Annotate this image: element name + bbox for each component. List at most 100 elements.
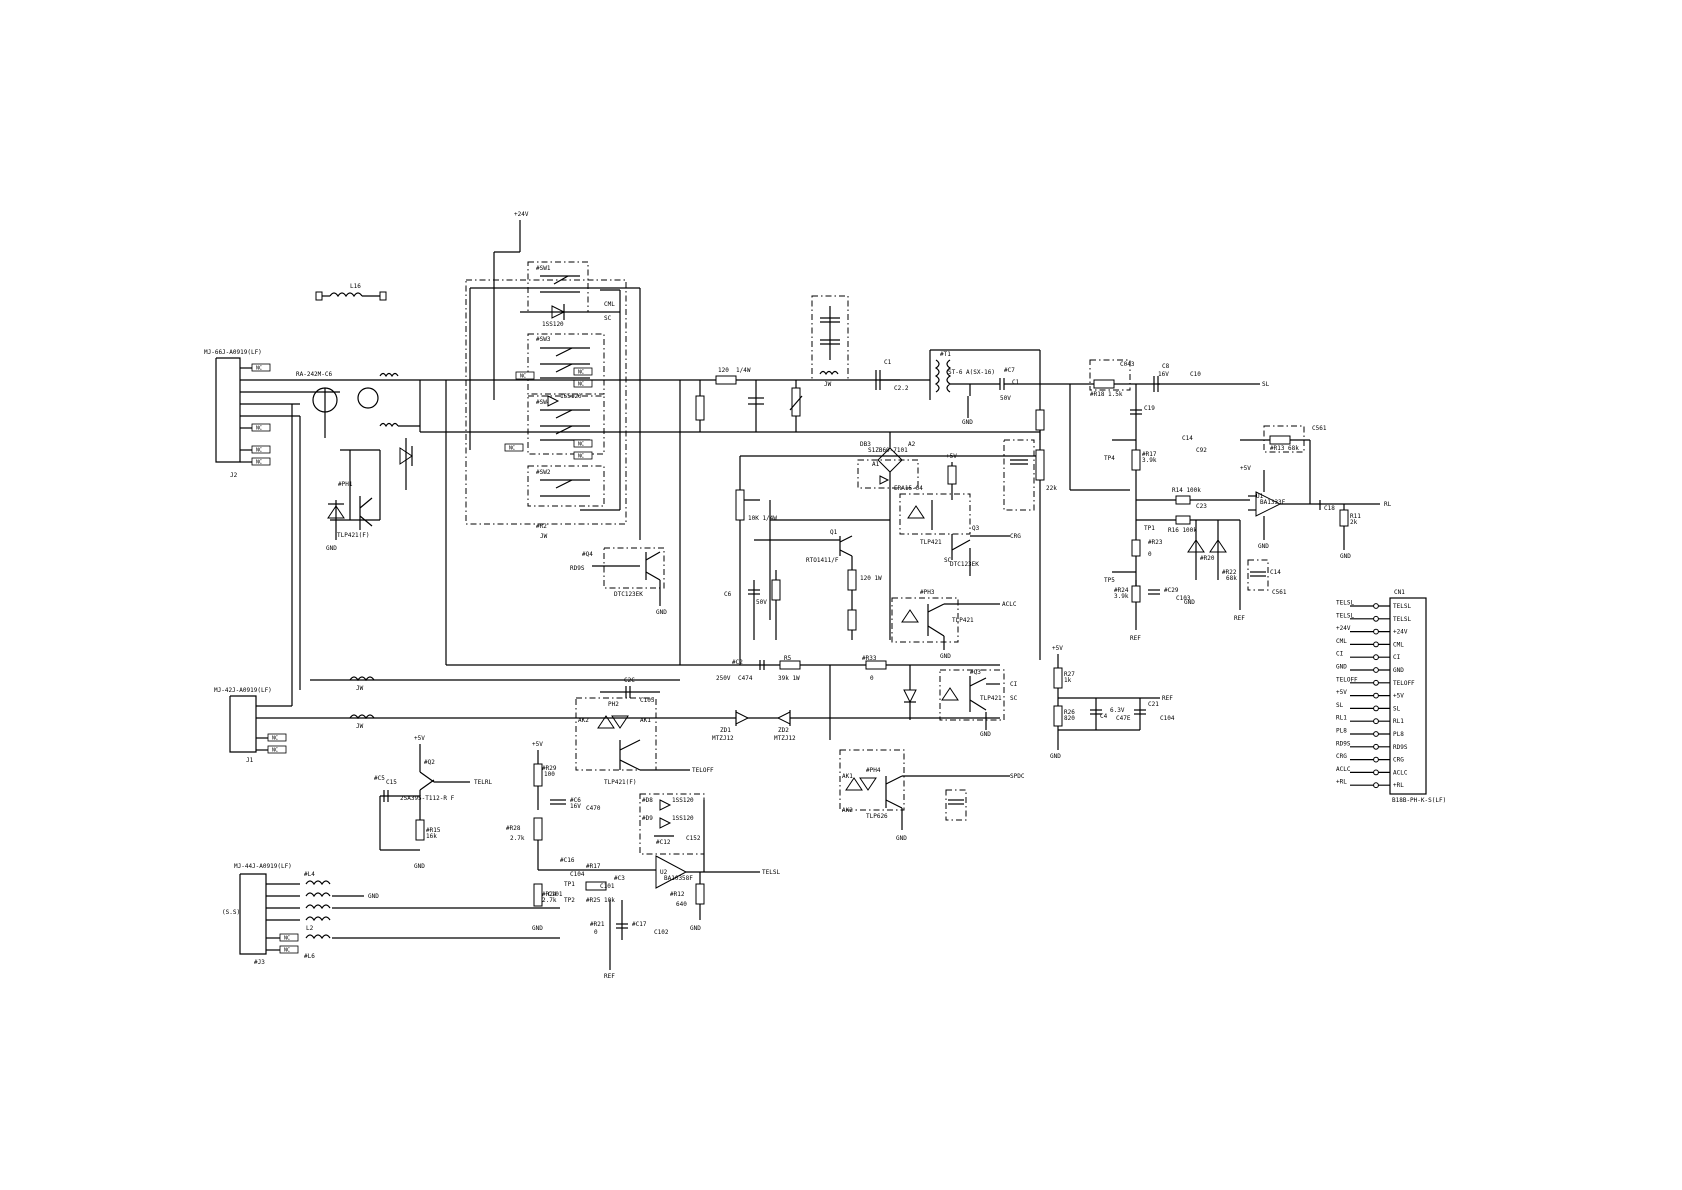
cn1-pin-net-label: TELSL: [1336, 612, 1354, 619]
connector-j3-side: (S.S): [222, 909, 240, 916]
cn1-pin-label: CML: [1393, 641, 1404, 648]
svg-text:250V: 250V: [716, 675, 731, 682]
tp1-label-2: TP1: [564, 881, 575, 888]
cn1-ref: CN1: [1394, 589, 1405, 596]
cn1-pin-net-label: CI: [1336, 651, 1344, 658]
cn1-part: B18B-PH-K-S(LF): [1392, 797, 1446, 804]
cn1-pin-terminal: [1373, 615, 1379, 622]
svg-text:RTO1411/F: RTO1411/F: [806, 557, 839, 564]
cn1-pin-terminal: [1373, 628, 1379, 635]
cn1-pin-terminal: [1373, 782, 1379, 789]
svg-text:CRG: CRG: [1010, 533, 1021, 540]
svg-text:#R24: #R24: [542, 891, 557, 898]
svg-text:NC: NC: [256, 448, 262, 454]
svg-text:ERA15-04: ERA15-04: [894, 485, 923, 492]
svg-text:A2: A2: [908, 441, 916, 448]
svg-text:#R21: #R21: [590, 921, 605, 928]
inductor-l16: L16: [315, 283, 387, 301]
gnd-label-11: GND: [368, 893, 379, 900]
svg-text:#C7: #C7: [1004, 367, 1015, 374]
ba2-label: BA10358F: [664, 875, 693, 882]
svg-text:C23: C23: [1196, 503, 1207, 510]
svg-text:#R15: #R15: [426, 827, 441, 834]
cn1-pin-terminal: [1373, 769, 1379, 776]
c104-label: C104: [1160, 715, 1175, 722]
cn1-pin-net-label: RD9S: [1336, 740, 1351, 747]
svg-text:NC: NC: [578, 454, 584, 460]
svg-text:50V: 50V: [1000, 395, 1011, 402]
ref-label-1: REF: [1130, 635, 1141, 642]
jw-label-2: JW: [824, 381, 832, 388]
jw-label-3: JW: [356, 685, 364, 692]
svg-text:0: 0: [1148, 551, 1152, 558]
gnd-label-13: GND: [532, 925, 543, 932]
svg-text:#C6: #C6: [570, 797, 581, 804]
optocoupler-ph4: #PH4 TLP626 AK1 AK2 SPDC GND: [829, 665, 1025, 842]
svg-text:#C29: #C29: [1164, 587, 1179, 594]
svg-text:RA-242M-C6: RA-242M-C6: [296, 371, 333, 378]
amplifier-u1: #R18 1.5k C043 C8 16V C10 SL C19 #R17 3.…: [1069, 359, 1392, 642]
tl3-label: TLP421(F): [337, 532, 370, 539]
mtz-label-1: MTZJ12: [712, 735, 734, 742]
svg-text:#R33: #R33: [862, 655, 877, 662]
svg-text:AK1: AK1: [842, 773, 853, 780]
gnd-label-1: GND: [326, 545, 337, 552]
teloff-label-1: TELOFF: [692, 767, 714, 774]
r27-label: R27: [1064, 671, 1075, 678]
gnd-label-10: GND: [896, 835, 907, 842]
c4v-label: 6.3V: [1110, 707, 1125, 714]
svg-text:#R20: #R20: [1200, 555, 1215, 562]
svg-text:AK2: AK2: [842, 807, 853, 814]
tlp-label-1: TLP421: [920, 539, 942, 546]
v5-label-3: +5V: [1052, 645, 1063, 652]
d1s-label: 1SS120: [542, 321, 564, 328]
svg-text:16V: 16V: [1158, 371, 1169, 378]
svg-text:R16 100k: R16 100k: [1168, 527, 1197, 534]
cn1-pin-terminal: [1373, 705, 1379, 712]
v5-label-1: +5V: [946, 453, 957, 460]
cn1-pin-label: +RL: [1393, 782, 1404, 789]
cn1-pin-label: GND: [1393, 667, 1404, 674]
svg-text:C14: C14: [1270, 569, 1281, 576]
zd2-label: ZD2: [778, 727, 789, 734]
svg-text:2.7k: 2.7k: [510, 835, 525, 842]
svg-text:68k: 68k: [1226, 575, 1237, 582]
sw2-label: #SW2: [536, 469, 551, 476]
jw-label-1: JW: [540, 533, 548, 540]
svg-text:#C12: #C12: [656, 839, 671, 846]
v5-label-2: +5V: [1240, 465, 1251, 472]
svg-text:#R28: #R28: [506, 825, 521, 832]
svg-text:C19: C19: [1144, 405, 1155, 412]
cn1-pin-label: TELOFF: [1393, 680, 1415, 687]
divider-ref: +5V R27 1k REF R26 820 C4 6.3V C47E C21 …: [1050, 645, 1175, 760]
c47-label: C47E: [1116, 715, 1131, 722]
svg-text:C2C: C2C: [624, 677, 635, 684]
svg-text:640: 640: [676, 901, 687, 908]
cn1-pin-net-label: RL1: [1336, 715, 1347, 722]
gnd-label-6: GND: [1258, 543, 1269, 550]
svg-text:C92: C92: [1196, 447, 1207, 454]
tp5-label: TP5: [1104, 577, 1115, 584]
cn1-pin-label: PL8: [1393, 731, 1404, 738]
svg-text:SL: SL: [1262, 381, 1270, 388]
connector-j2-ref: J2: [230, 472, 238, 479]
cn1-pin-net-label: CRG: [1336, 753, 1347, 760]
gnd-label-8: GND: [1050, 753, 1061, 760]
c1-label: C1: [884, 359, 892, 366]
cn1-pin-label: SL: [1393, 705, 1401, 712]
svg-text:#D9: #D9: [642, 815, 653, 822]
svg-text:C104: C104: [570, 871, 585, 878]
gnd-label-12: GND: [414, 863, 425, 870]
svg-text:16k: 16k: [426, 833, 437, 840]
connector-j2: MJ-66J-A0919(LF) J2 NC NC NC NC: [204, 349, 320, 479]
r26-label: R26: [1064, 709, 1075, 716]
svg-text:C561: C561: [1312, 425, 1327, 432]
cn1-pin-net-label: PL8: [1336, 728, 1347, 735]
connector-j2-part: MJ-66J-A0919(LF): [204, 349, 262, 356]
svg-text:2k: 2k: [1350, 519, 1358, 526]
cn1-pin-label: +5V: [1393, 693, 1404, 700]
gnd-label-14: GND: [690, 925, 701, 932]
v5-label-5: +5V: [532, 741, 543, 748]
cn1-pin-terminal: [1373, 641, 1379, 648]
cn1-pin-terminal: [1373, 718, 1379, 725]
